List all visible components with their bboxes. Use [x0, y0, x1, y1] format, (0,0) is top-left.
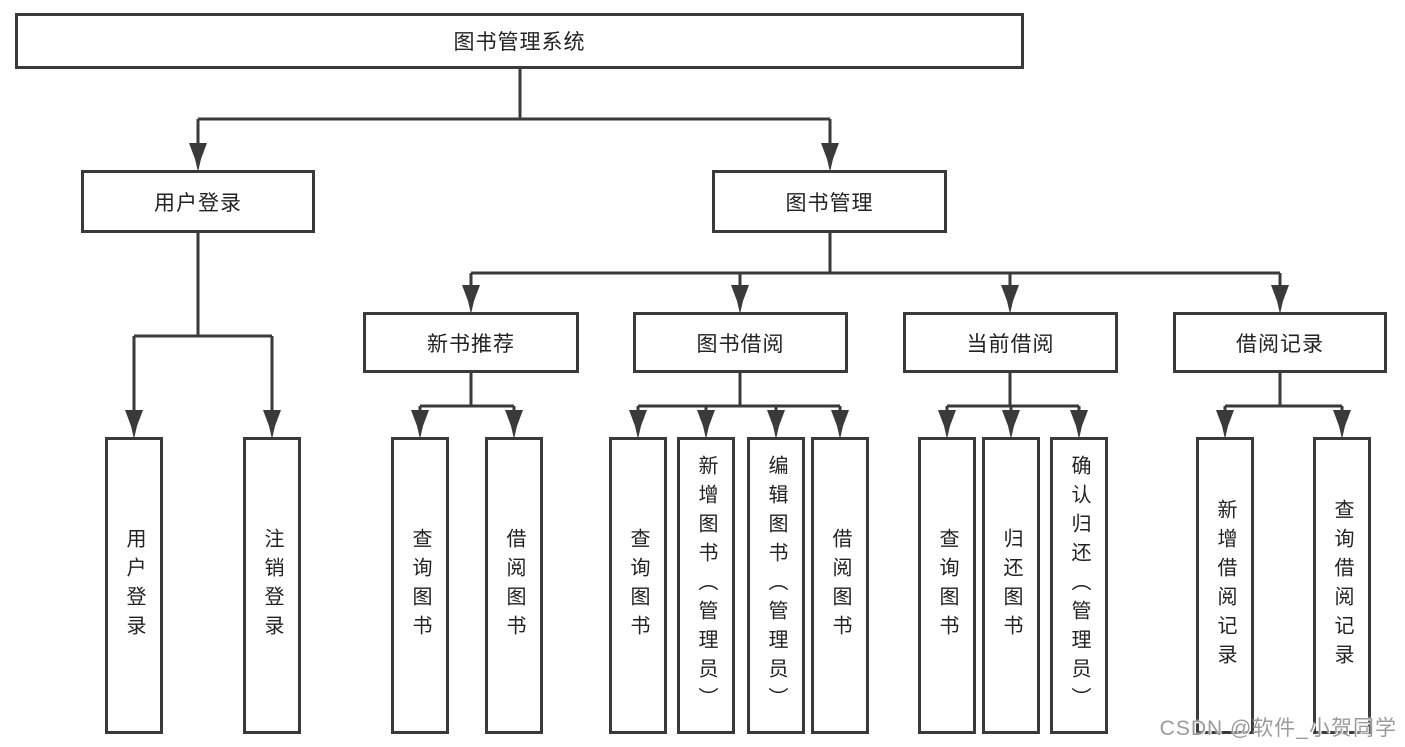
leaf-logout: 注销登录 — [243, 437, 301, 734]
leaf-confirm-return-admin: 确认归还（管理员） — [1050, 437, 1108, 734]
wire-root — [196, 66, 832, 161]
node-new-book-recommend-label: 新书推荐 — [427, 332, 515, 356]
arrowhead — [697, 410, 715, 439]
leaf-borrow-books-borrow: 借阅图书 — [811, 437, 869, 734]
leaf-confirm-return-admin-label: 确认归还（管理员） — [1068, 455, 1090, 716]
node-borrow-records: 借阅记录 — [1173, 312, 1387, 373]
node-user-login: 用户登录 — [81, 170, 315, 233]
leaf-return-book: 归还图书 — [982, 437, 1040, 734]
arrowhead — [1001, 285, 1019, 314]
leaf-add-borrow-record: 新增借阅记录 — [1196, 437, 1254, 734]
leaf-query-books-current-label: 查询图书 — [936, 527, 958, 644]
arrowhead — [1002, 410, 1020, 439]
node-current-borrow: 当前借阅 — [903, 312, 1118, 373]
arrowhead — [1271, 285, 1289, 314]
arrowhead — [125, 410, 143, 439]
node-book-borrow: 图书借阅 — [633, 312, 848, 373]
leaf-user-login-label: 用户登录 — [123, 527, 145, 644]
node-book-management-label: 图书管理 — [785, 191, 874, 215]
arrowhead — [462, 285, 480, 314]
arrowhead — [767, 410, 785, 439]
node-new-book-recommend: 新书推荐 — [363, 312, 579, 373]
arrowhead — [938, 410, 956, 439]
arrowhead — [411, 410, 429, 439]
node-book-management: 图书管理 — [712, 170, 947, 233]
leaf-borrow-books-borrow-label: 借阅图书 — [829, 527, 851, 644]
arrowhead — [189, 143, 207, 172]
wire-user-login — [132, 231, 274, 428]
leaf-query-books-recommend-label: 查询图书 — [409, 527, 431, 644]
watermark: CSDN @软件_小贺同学 — [1159, 717, 1397, 740]
leaf-query-books-borrow-label: 查询图书 — [627, 527, 649, 644]
leaf-query-books-recommend: 查询图书 — [391, 437, 449, 734]
leaf-edit-book-admin: 编辑图书（管理员） — [747, 437, 805, 734]
node-borrow-records-label: 借阅记录 — [1236, 332, 1324, 356]
arrowhead — [831, 410, 849, 439]
leaf-add-borrow-record-label: 新增借阅记录 — [1214, 498, 1236, 673]
arrowhead — [1216, 410, 1234, 439]
wire-book-management — [469, 231, 1282, 303]
leaf-return-book-label: 归还图书 — [1000, 527, 1022, 644]
node-user-login-label: 用户登录 — [154, 191, 242, 215]
leaf-query-books-current: 查询图书 — [918, 437, 976, 734]
arrowhead — [1333, 410, 1351, 439]
arrowhead — [263, 410, 281, 439]
leaf-borrow-books-recommend: 借阅图书 — [485, 437, 543, 734]
node-current-borrow-label: 当前借阅 — [966, 332, 1055, 356]
leaf-add-book-admin-label: 新增图书（管理员） — [695, 455, 717, 716]
leaf-query-borrow-record-label: 查询借阅记录 — [1331, 498, 1353, 673]
leaf-add-book-admin: 新增图书（管理员） — [677, 437, 735, 734]
leaf-query-borrow-record: 查询借阅记录 — [1313, 437, 1371, 734]
leaf-logout-label: 注销登录 — [261, 527, 283, 644]
leaf-edit-book-admin-label: 编辑图书（管理员） — [765, 455, 787, 716]
leaf-user-login: 用户登录 — [105, 437, 163, 734]
arrowhead — [821, 143, 839, 172]
node-library-system: 图书管理系统 — [15, 13, 1024, 69]
arrowhead — [629, 410, 647, 439]
leaf-query-books-borrow: 查询图书 — [609, 437, 667, 734]
node-book-borrow-label: 图书借阅 — [696, 332, 785, 356]
leaf-borrow-books-recommend-label: 借阅图书 — [503, 527, 525, 644]
arrowhead — [505, 410, 523, 439]
wire-level3 — [418, 371, 1344, 428]
arrowhead — [731, 285, 749, 314]
node-library-system-label: 图书管理系统 — [453, 31, 586, 54]
arrowhead — [1070, 410, 1088, 439]
